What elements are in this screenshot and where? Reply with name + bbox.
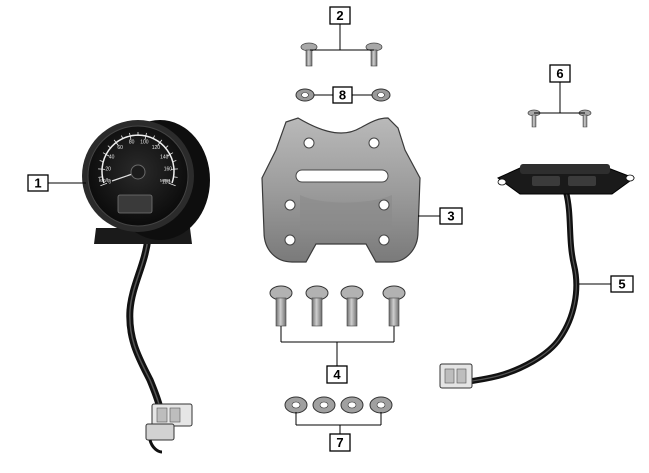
gauge-scale-number: 160 [164,167,173,173]
indicator-connector [439,363,473,389]
callout-5-label: 5 [618,277,625,292]
mounting-bracket [261,117,421,263]
nut [295,88,315,102]
gauge-tick [107,145,112,149]
gauge-tick [157,139,163,146]
gauge-tick [144,132,147,140]
callout-3: 3 [439,207,463,225]
lower-nuts [284,396,393,414]
bolt [340,285,364,327]
callout-4-label: 4 [333,367,341,382]
callout-3-label: 3 [447,209,454,224]
gauge-tick [102,152,110,157]
upper-nuts [295,88,391,102]
gauge-tick [170,168,178,170]
leader-lines [48,24,611,434]
gauge-ticks [98,132,178,187]
gauge-tick [98,176,103,178]
gauge-scale-number: 80 [129,140,135,146]
gauge-tick [166,152,174,157]
gauge-lcd [117,194,153,214]
gauge-tick [173,176,178,178]
callout-1: 1 [27,174,49,192]
callout-7-label: 7 [336,435,343,450]
gauge-unit-right: MPH [160,178,170,183]
gauge-scale-number: 140 [160,155,169,161]
gauge-tick [121,135,124,140]
callout-5: 5 [610,275,634,293]
gauge-scale-number: 60 [117,145,123,151]
gauge-scale-number: 0 [108,179,111,185]
nut [369,396,393,414]
gauge-tick [172,160,177,163]
gauge-unit: km/h [99,178,110,184]
gauge-scale-number: 120 [152,145,161,151]
bolt [382,285,406,327]
callout-8: 8 [332,86,353,104]
gauge-tick [100,182,108,187]
callout-7: 7 [329,433,351,452]
nut [340,396,364,414]
callout-1-label: 1 [34,176,41,191]
gauge-scale-number: 20 [105,167,111,173]
gauge-scale-number: 180 [162,179,171,185]
callout-2-label: 2 [336,8,343,23]
bolt [305,285,329,327]
gauge-hub [130,164,146,180]
callout-6: 6 [549,64,571,83]
nut [312,396,336,414]
nut [371,88,391,102]
upper-screws [300,42,383,67]
indicator-light-assembly [439,164,636,389]
gauge-scale-number: 40 [109,155,115,161]
gauge-tick [99,160,104,163]
gauge-tick [129,132,132,140]
lower-bolts [269,285,406,327]
screw [300,42,318,67]
speedometer-connector [145,403,193,454]
speedometer-wire [126,234,164,412]
bolt [269,285,293,327]
callout-6-label: 6 [556,66,563,81]
callout-4: 4 [326,365,348,384]
callout-8-label: 8 [339,88,346,103]
callout-2: 2 [329,6,351,25]
gauge-tick [113,139,119,146]
gauge-tick [152,135,155,140]
gauge-tick [164,145,169,149]
gauge-tick [98,168,106,170]
screw [365,42,383,67]
gauge-tick [168,182,176,187]
gauge-scale-number: 100 [140,140,149,146]
nut [284,396,308,414]
